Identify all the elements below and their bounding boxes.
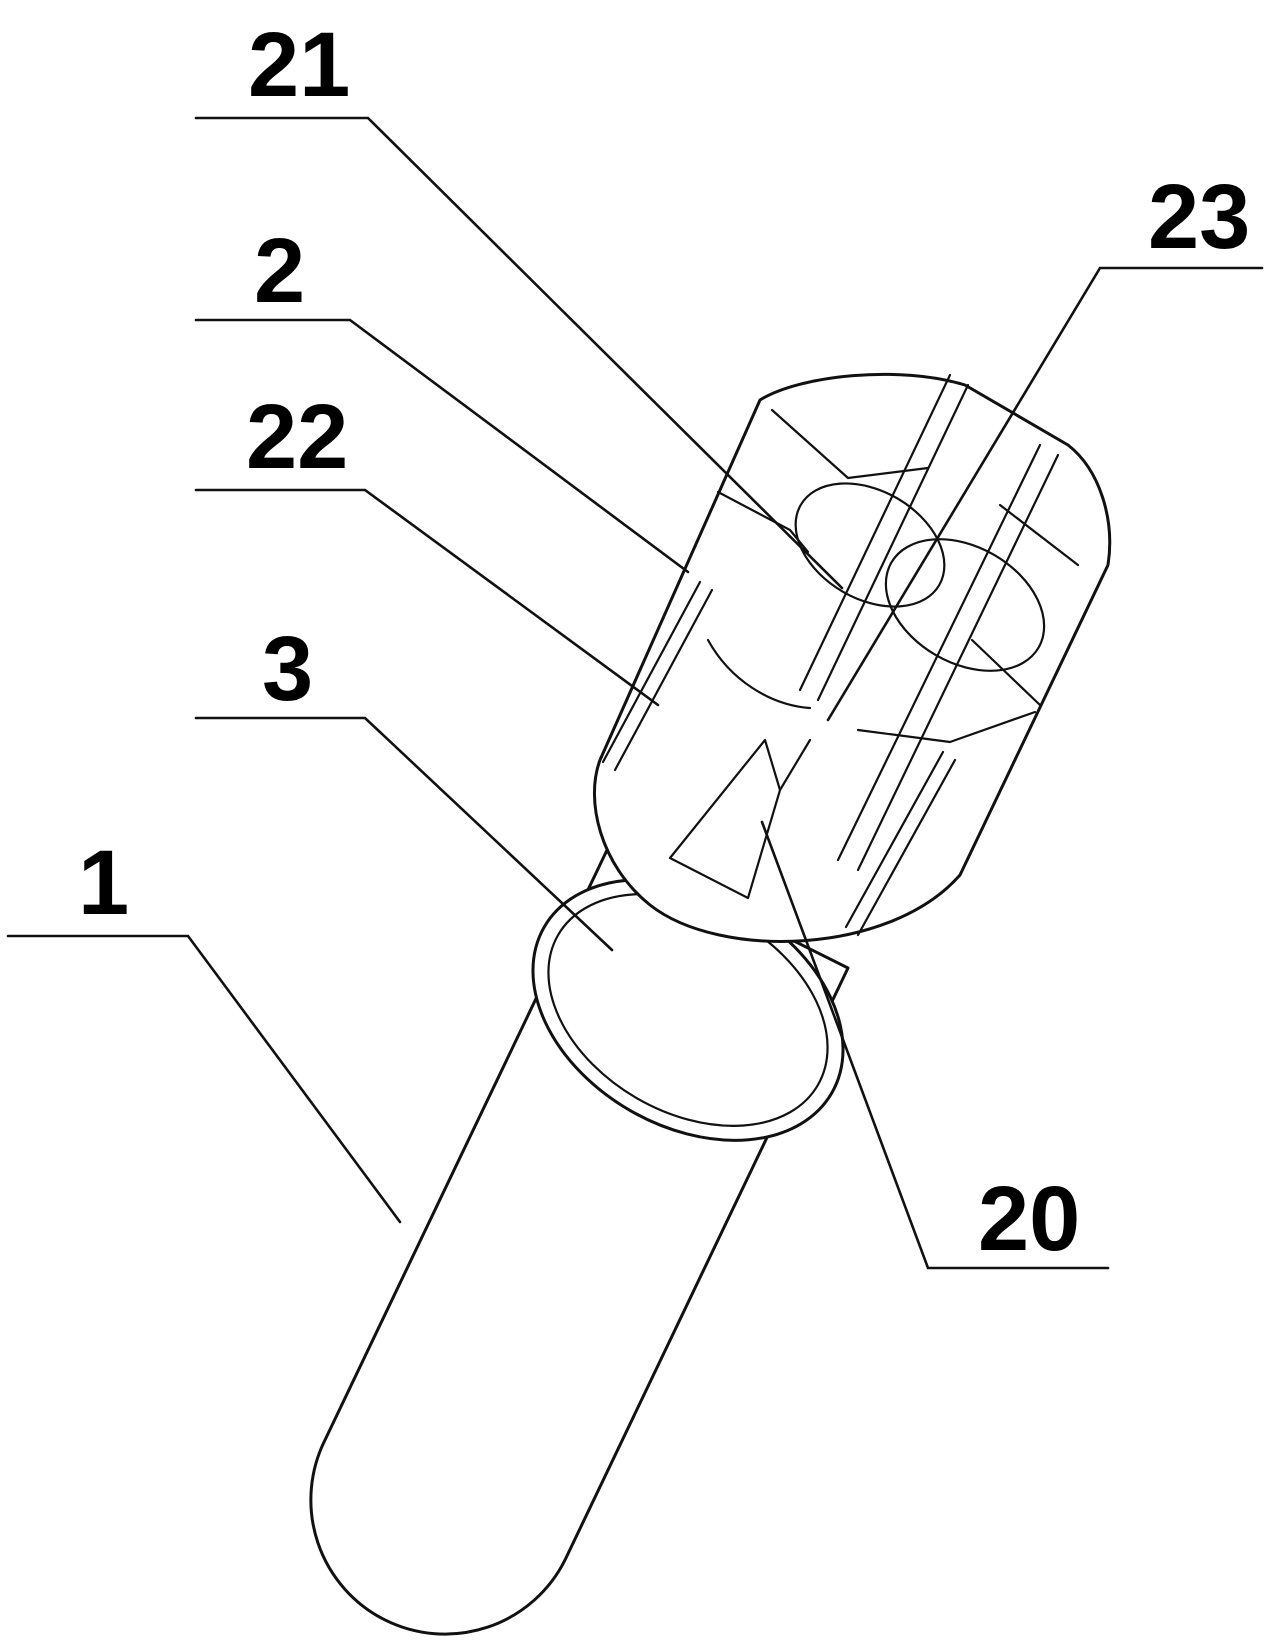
label-21: 21	[248, 14, 350, 116]
leader-22	[194, 488, 660, 707]
leader-20	[760, 820, 1110, 1270]
leader-1	[6, 934, 402, 1224]
leader-23	[826, 266, 1264, 722]
leader-21	[194, 116, 844, 590]
leader-2	[194, 318, 690, 574]
label-3: 3	[262, 618, 313, 720]
label-2: 2	[254, 220, 305, 322]
reference-numerals: 21 2 22 3 1 23 20	[78, 14, 1250, 1270]
label-20: 20	[978, 1168, 1080, 1270]
label-23: 23	[1148, 166, 1250, 268]
label-1: 1	[78, 832, 129, 934]
label-22: 22	[246, 386, 348, 488]
leader-3	[194, 716, 614, 952]
slotted-head	[593, 372, 1112, 943]
leader-lines	[6, 116, 1264, 1270]
